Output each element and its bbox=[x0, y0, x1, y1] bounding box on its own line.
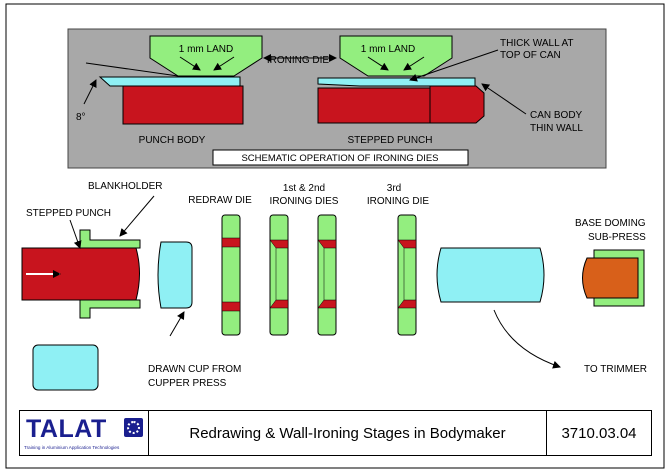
ironed-can-body bbox=[436, 247, 545, 303]
ironing-die-3 bbox=[397, 214, 417, 336]
angle-line bbox=[85, 62, 179, 77]
thick-wall-label-1: THICK WALL AT bbox=[500, 38, 574, 49]
land-left-arrow-b bbox=[213, 56, 235, 71]
ironing-die-3-label-2: IRONING DIE bbox=[367, 196, 430, 207]
land-right-arrow-a bbox=[367, 56, 389, 71]
stages-panel: BLANKHOLDER STEPPED PUNCH DRAWN CUP FROM… bbox=[21, 181, 647, 391]
land-left-label: 1 mm LAND bbox=[179, 44, 233, 55]
talat-logo: TALAT Training in Aluminium Application … bbox=[20, 411, 149, 455]
cup-in-redraw bbox=[157, 241, 193, 309]
footer-bar: TALAT Training in Aluminium Application … bbox=[19, 410, 652, 456]
stepped-punch bbox=[317, 85, 485, 124]
doming-tool bbox=[582, 257, 641, 299]
punch-body-label: PUNCH BODY bbox=[139, 135, 206, 146]
schematic-panel: 1 mm LAND 8° PUNCH BODY IRONING DIE 1 mm… bbox=[67, 28, 607, 169]
ironing-die-2-insert-bottom bbox=[317, 299, 337, 309]
ironing-die-2-insert-top bbox=[317, 239, 337, 249]
base-doming-label-2: SUB-PRESS bbox=[588, 232, 646, 243]
blankholder-arrow bbox=[119, 195, 155, 237]
ironing-die-3-insert-top bbox=[397, 239, 417, 249]
can-wall-left bbox=[98, 76, 241, 87]
punch-body bbox=[122, 85, 244, 125]
drawn-cup bbox=[32, 344, 99, 391]
blankholder-top bbox=[79, 229, 141, 249]
stepped-punch-arrow bbox=[69, 219, 82, 249]
redraw-die-insert-bottom bbox=[221, 301, 241, 312]
angle-arrow bbox=[83, 79, 97, 105]
cup-feed-arrow bbox=[169, 311, 185, 337]
thick-wall-label-2: TOP OF CAN bbox=[500, 50, 561, 61]
land-left-arrow-a bbox=[179, 56, 201, 71]
can-wall-right bbox=[317, 77, 476, 87]
footer-code: 3710.03.04 bbox=[561, 424, 637, 442]
to-trimmer-arrow bbox=[493, 309, 561, 369]
blankholder-label: BLANKHOLDER bbox=[88, 181, 162, 192]
land-right-arrow-b bbox=[403, 56, 425, 71]
drawn-cup-label-1: DRAWN CUP FROM bbox=[148, 364, 241, 375]
can-body-arrow bbox=[481, 83, 527, 115]
ironing-die-1 bbox=[269, 214, 289, 336]
ironing-dies-1-2-label-2: IRONING DIES bbox=[270, 196, 339, 207]
logo-wordmark: TALAT bbox=[26, 415, 107, 443]
ironing-die-3-label-1: 3rd bbox=[387, 183, 401, 194]
to-trimmer-label: TO TRIMMER bbox=[584, 364, 647, 375]
redraw-die-insert-top bbox=[221, 237, 241, 248]
logo-emblem-icon bbox=[124, 418, 143, 437]
angle-label: 8° bbox=[76, 112, 86, 123]
schematic-caption-box bbox=[212, 149, 469, 166]
ironing-die-label: IRONING DIE bbox=[267, 55, 330, 66]
land-right-label: 1 mm LAND bbox=[361, 44, 415, 55]
stepped-punch-label: STEPPED PUNCH bbox=[26, 208, 111, 219]
thick-wall-arrow bbox=[409, 49, 499, 82]
footer-title: Redrawing & Wall-Ironing Stages in Bodym… bbox=[149, 411, 547, 455]
blankholder-bottom bbox=[79, 299, 141, 319]
ironing-die-2 bbox=[317, 214, 337, 336]
can-body-label-2: THIN WALL bbox=[530, 123, 583, 134]
drawn-cup-label-2: CUPPER PRESS bbox=[148, 378, 227, 389]
stepped-punch-schematic-label: STEPPED PUNCH bbox=[347, 135, 432, 146]
ironing-die-1-insert-top bbox=[269, 239, 289, 249]
doming-holder bbox=[593, 249, 645, 307]
logo-tagline: Training in Aluminium Application Techno… bbox=[24, 445, 120, 450]
ironing-die-left bbox=[149, 35, 263, 77]
redraw-die-label: REDRAW DIE bbox=[188, 195, 252, 206]
base-doming-label-1: BASE DOMING bbox=[575, 218, 646, 229]
ironing-dies-1-2-label-1: 1st & 2nd bbox=[283, 183, 325, 194]
ironing-die-3-insert-bottom bbox=[397, 299, 417, 309]
redraw-die bbox=[221, 214, 241, 336]
schematic-caption: SCHEMATIC OPERATION OF IRONING DIES bbox=[241, 153, 438, 164]
page-border bbox=[5, 3, 665, 469]
ironing-die-right bbox=[339, 35, 453, 77]
can-body-label-1: CAN BODY bbox=[530, 110, 583, 121]
ironing-die-1-insert-bottom bbox=[269, 299, 289, 309]
